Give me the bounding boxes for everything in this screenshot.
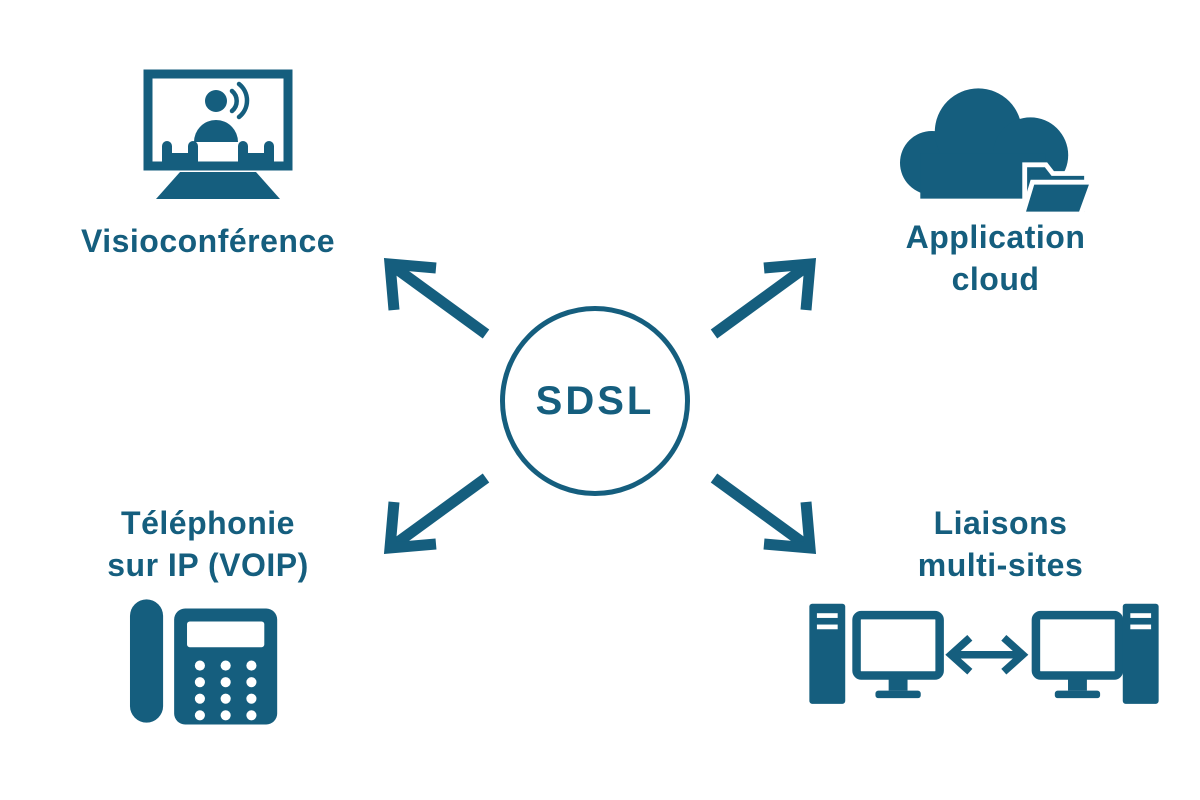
multisite-label: Liaisons multi-sites (858, 502, 1143, 586)
multisite-label-line2: multi-sites (917, 547, 1084, 583)
arrow-up-left-icon (378, 252, 498, 344)
cloud-folder-icon (872, 72, 1102, 217)
visio-label: Visioconférence (80, 223, 336, 259)
sdsl-circle: SDSL (500, 306, 690, 496)
voip-label: Téléphonie sur IP (VOIP) (58, 502, 358, 586)
voip-label-line2: sur IP (VOIP) (107, 547, 309, 583)
multisite-computers-icon (804, 600, 1164, 718)
cloud-label-line2: cloud (951, 261, 1040, 297)
cloud-label-line1: Application (905, 219, 1086, 255)
multisite-label-line1: Liaisons (933, 505, 1068, 541)
videoconference-icon (138, 68, 298, 208)
voip-label-line1: Téléphonie (121, 505, 295, 541)
arrow-down-left-icon (378, 468, 498, 560)
voip-phone-icon (122, 592, 287, 730)
sdsl-label: SDSL (535, 378, 655, 423)
arrow-down-right-icon (702, 468, 822, 560)
arrow-up-right-icon (702, 252, 822, 344)
cloud-label: Application cloud (868, 216, 1123, 300)
